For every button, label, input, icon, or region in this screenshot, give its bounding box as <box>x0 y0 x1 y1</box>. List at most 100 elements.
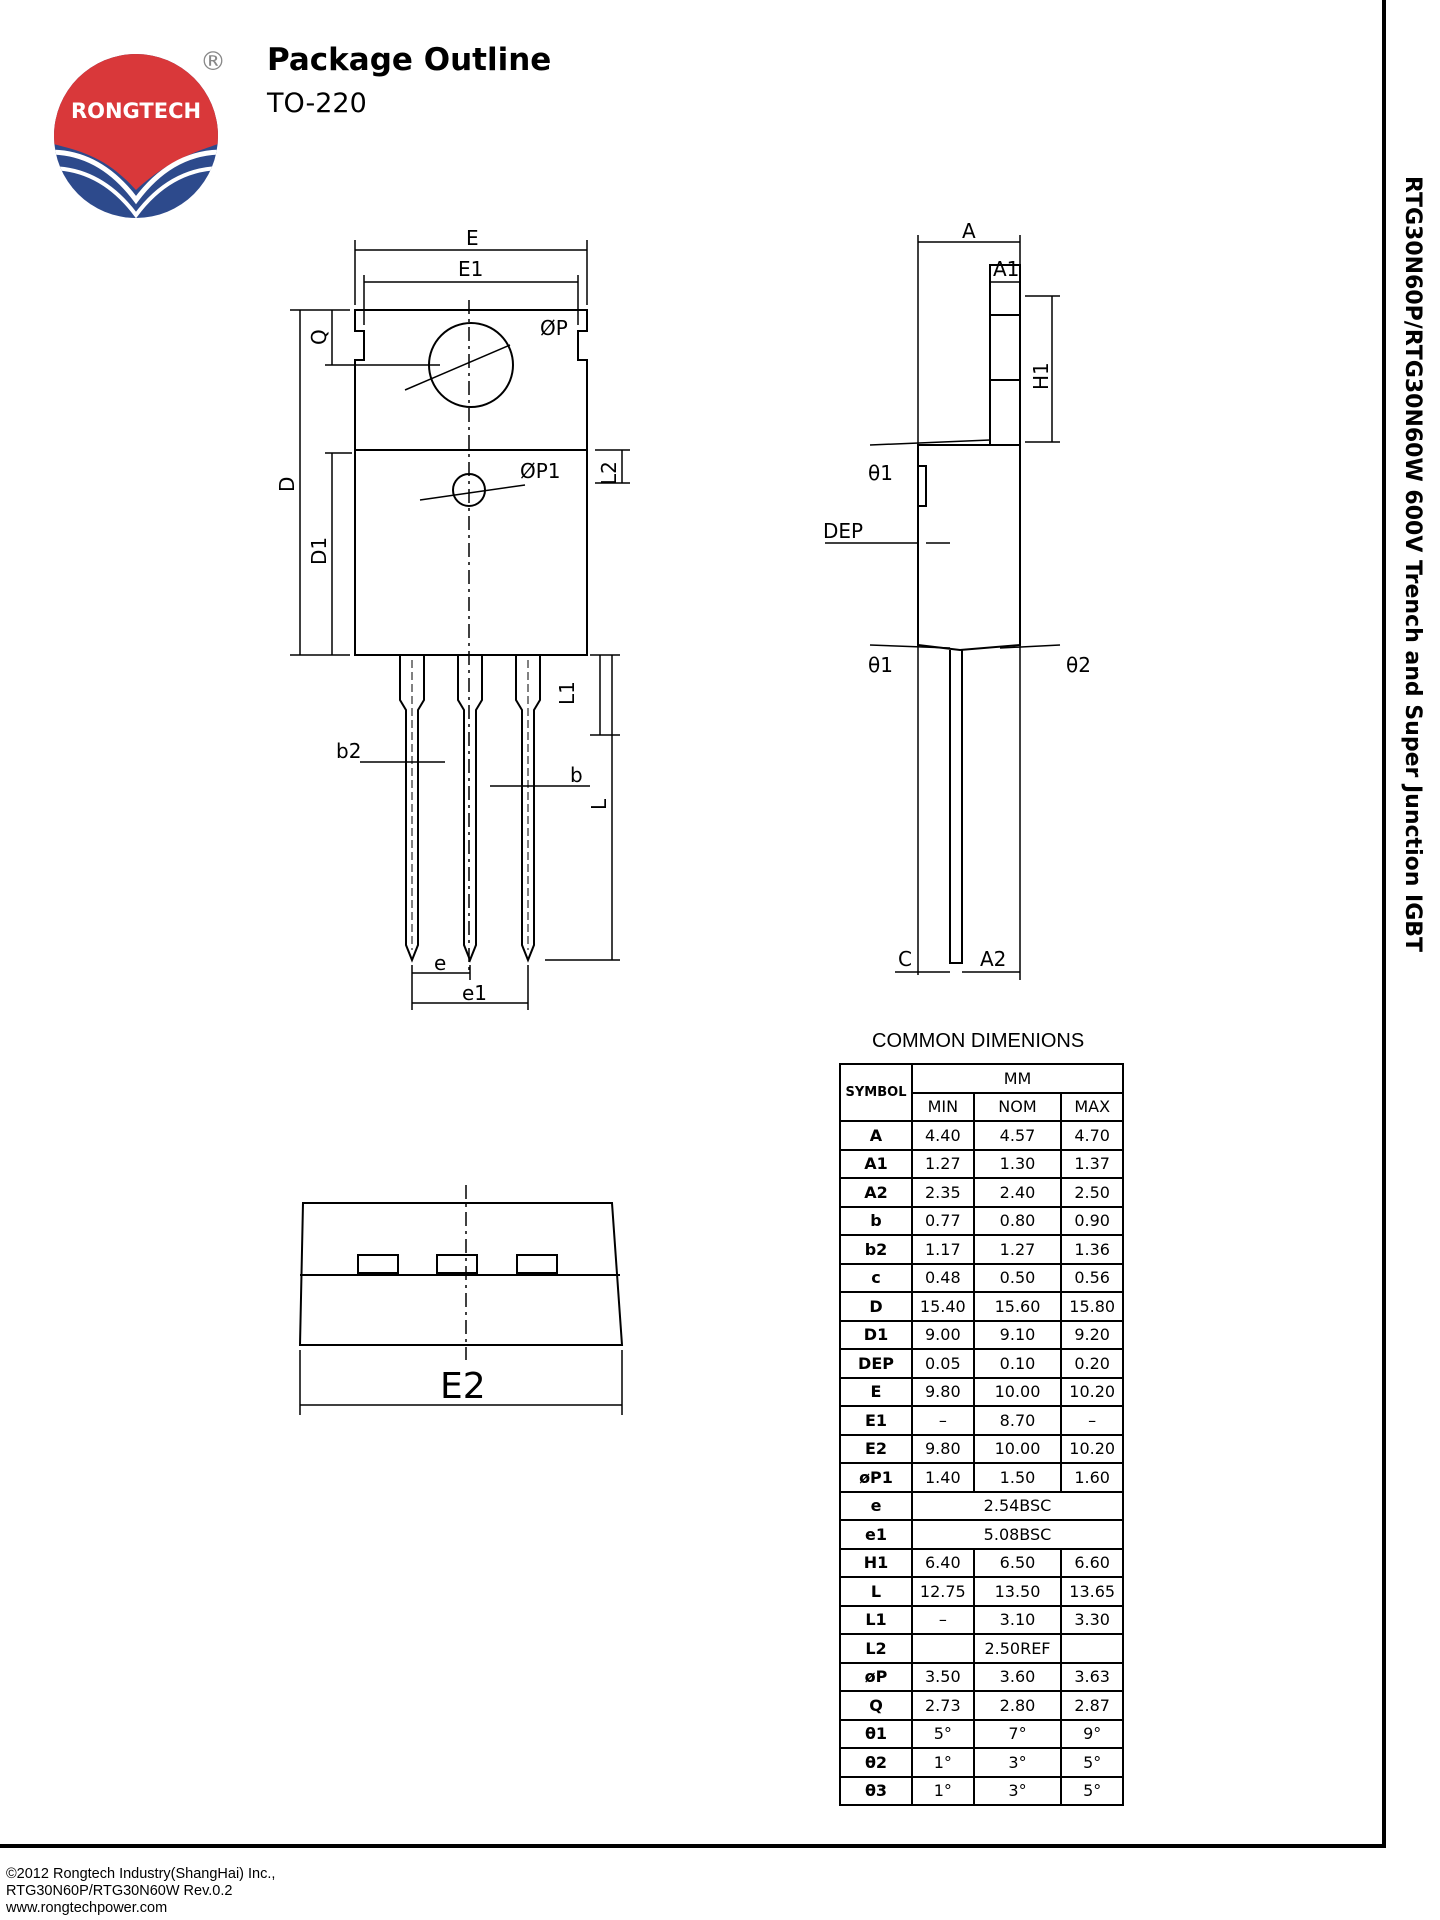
value-cell: 6.60 <box>1060 1547 1124 1578</box>
value-cell: 2.73 <box>911 1690 975 1721</box>
label-theta1: θ1 <box>868 461 893 485</box>
value-cell: 10.20 <box>1060 1433 1124 1464</box>
value-cell: 5° <box>911 1718 975 1749</box>
symbol-cell: A2 <box>839 1177 913 1208</box>
symbol-cell: e1 <box>839 1519 913 1550</box>
value-cell: 4.40 <box>911 1120 975 1151</box>
col-header-symbol: SYMBOL <box>839 1063 913 1122</box>
label-D1: D1 <box>307 537 331 565</box>
unit-header: MM <box>911 1063 1124 1094</box>
symbol-cell: θ2 <box>839 1747 913 1778</box>
label-E2: E2 <box>440 1366 486 1407</box>
value-cell: 1° <box>911 1747 975 1778</box>
symbol-cell: θ1 <box>839 1718 913 1749</box>
end-view-leads <box>357 1254 558 1274</box>
value-cell: 0.90 <box>1060 1205 1124 1236</box>
value-cell: 1.30 <box>972 1148 1063 1179</box>
label-b2: b2 <box>336 739 361 763</box>
symbol-cell: e <box>839 1490 913 1521</box>
label-theta2: θ2 <box>1066 653 1091 677</box>
symbol-cell: øP1 <box>839 1462 913 1493</box>
symbol-cell: A <box>839 1120 913 1151</box>
value-cell: 0.10 <box>972 1348 1063 1379</box>
symbol-cell: H1 <box>839 1547 913 1578</box>
value-cell: 0.20 <box>1060 1348 1124 1379</box>
value-cell: 9° <box>1060 1718 1124 1749</box>
symbol-cell: A1 <box>839 1148 913 1179</box>
symbol-cell: E <box>839 1376 913 1407</box>
side-title: RTG30N60P/RTG30N60W 600V Trench and Supe… <box>1400 176 1425 953</box>
value-cell: 0.05 <box>911 1348 975 1379</box>
symbol-cell: øP <box>839 1661 913 1692</box>
label-A: A <box>962 219 976 243</box>
package-name: TO-220 <box>267 88 367 119</box>
label-P1: ØP1 <box>520 459 561 483</box>
logo-text: RONGTECH <box>71 99 201 123</box>
value-cell: 3° <box>972 1747 1063 1778</box>
value-cell: 5° <box>1060 1747 1124 1778</box>
value-cell: 2.50 <box>1060 1177 1124 1208</box>
value-cell: 1.40 <box>911 1462 975 1493</box>
value-cell: 15.80 <box>1060 1291 1124 1322</box>
value-cell <box>911 1633 975 1664</box>
value-cell: 2.54BSC <box>911 1490 1124 1521</box>
front-body-outline <box>354 449 588 656</box>
label-P: ØP <box>540 316 568 340</box>
value-cell: 3.60 <box>972 1661 1063 1692</box>
value-cell <box>1060 1633 1124 1664</box>
revision: RTG30N60P/RTG30N60W Rev.0.2 <box>6 1883 233 1899</box>
side-tab-outline <box>989 264 1021 446</box>
leads <box>399 655 541 963</box>
value-cell: 1.17 <box>911 1234 975 1265</box>
value-cell: 10.00 <box>972 1376 1063 1407</box>
rongtech-logo: RONGTECH ® <box>54 47 226 218</box>
label-A2: A2 <box>980 947 1006 971</box>
value-cell: 9.80 <box>911 1376 975 1407</box>
label-A1: A1 <box>993 257 1019 281</box>
side-lead <box>949 650 963 964</box>
value-cell: 3° <box>972 1775 1063 1806</box>
symbol-cell: Q <box>839 1690 913 1721</box>
value-cell: 1.36 <box>1060 1234 1124 1265</box>
website: www.rongtechpower.com <box>6 1900 168 1916</box>
value-cell: 1.27 <box>972 1234 1063 1265</box>
col-header-nom: NOM <box>972 1091 1063 1122</box>
footer: ©2012 Rongtech Industry(ShangHai) Inc., … <box>6 1866 275 1917</box>
symbol-cell: L2 <box>839 1633 913 1664</box>
symbol-cell: E2 <box>839 1433 913 1464</box>
value-cell: 2.87 <box>1060 1690 1124 1721</box>
symbol-cell: c <box>839 1262 913 1293</box>
value-cell: 0.50 <box>972 1262 1063 1293</box>
value-cell: 0.56 <box>1060 1262 1124 1293</box>
value-cell: 15.40 <box>911 1291 975 1322</box>
symbol-cell: DEP <box>839 1348 913 1379</box>
symbol-cell: E1 <box>839 1405 913 1436</box>
label-Q: Q <box>307 329 331 345</box>
col-header-min: MIN <box>911 1091 975 1122</box>
value-cell: 3.63 <box>1060 1661 1124 1692</box>
symbol-cell: θ3 <box>839 1775 913 1806</box>
label-e1: e1 <box>462 981 487 1005</box>
value-cell: 9.20 <box>1060 1319 1124 1350</box>
table-caption: COMMON DIMENIONS <box>872 1030 1085 1052</box>
value-cell: 2.50REF <box>972 1633 1063 1664</box>
value-cell: 4.57 <box>972 1120 1063 1151</box>
symbol-cell: L1 <box>839 1604 913 1635</box>
symbol-cell: b2 <box>839 1234 913 1265</box>
label-D: D <box>275 477 299 492</box>
